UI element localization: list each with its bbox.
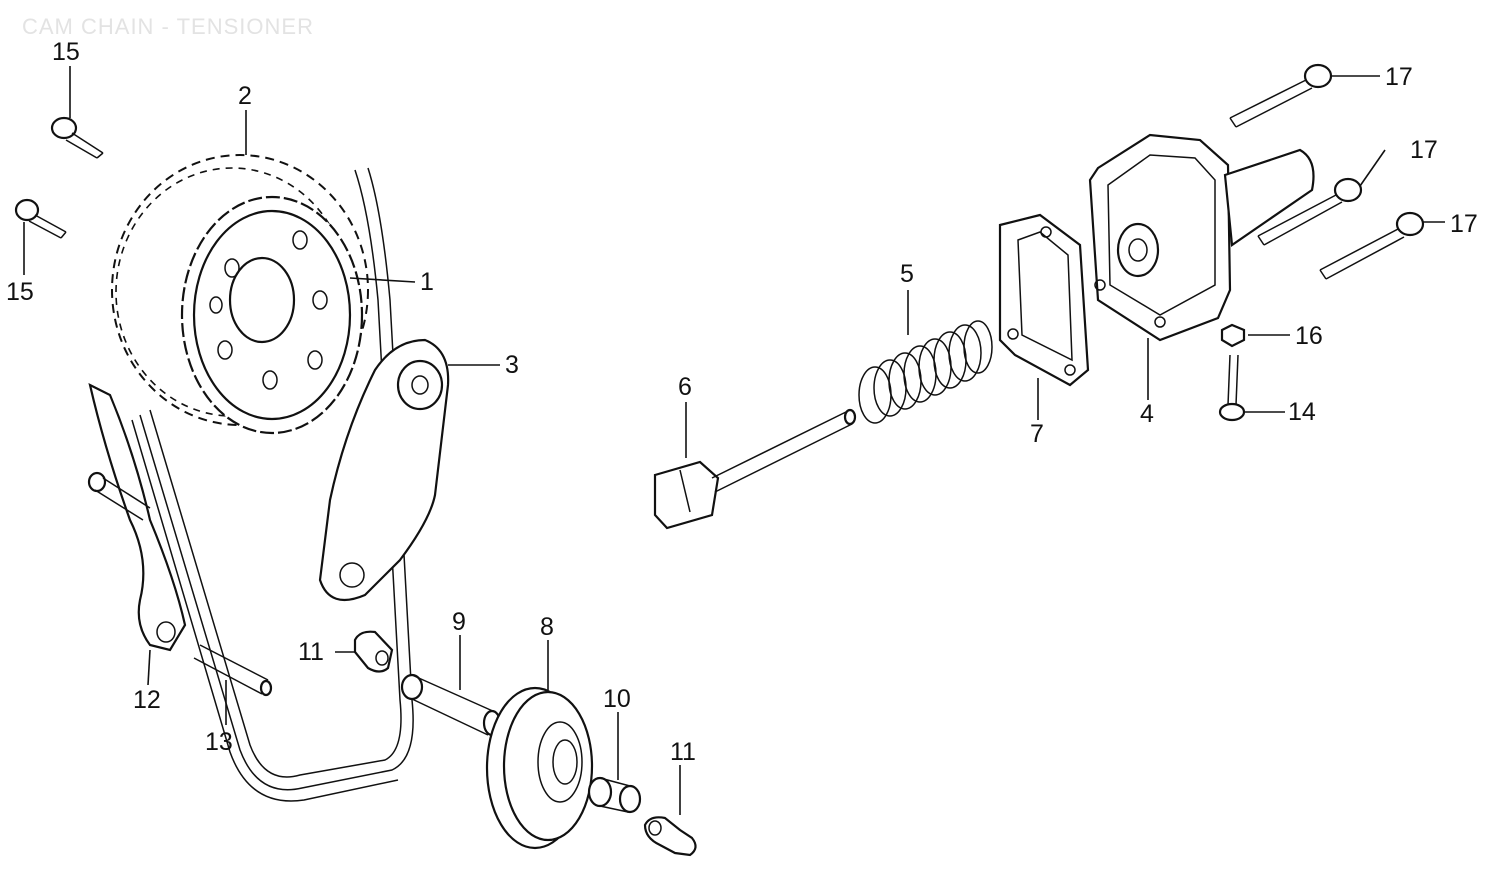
callout-5: 5 <box>900 260 914 288</box>
diagram-title: CAM CHAIN - TENSIONER <box>22 14 314 39</box>
cam-chain <box>131 167 414 802</box>
callout-16: 16 <box>1295 322 1323 350</box>
callout-17-lower: 17 <box>1450 210 1478 238</box>
shaft <box>400 673 502 737</box>
callout-15-lower: 15 <box>6 278 34 306</box>
collar-11-left <box>353 630 394 673</box>
tensioner-roller <box>485 686 594 850</box>
nut-16 <box>1220 323 1246 348</box>
spring <box>858 320 993 424</box>
callout-3: 3 <box>505 351 519 379</box>
screw-14 <box>1218 354 1246 422</box>
pivot-pin <box>193 644 273 697</box>
bolt-17-top <box>1229 63 1333 128</box>
callout-14: 14 <box>1288 398 1316 426</box>
bolt-15-lower <box>14 198 67 239</box>
tensioner-arm <box>318 338 450 602</box>
callout-2: 2 <box>238 82 252 110</box>
callout-11-left: 11 <box>298 638 324 666</box>
bolt-15-upper <box>50 116 104 159</box>
gasket <box>998 213 1090 387</box>
callout-9: 9 <box>452 608 466 636</box>
collar-10 <box>587 776 642 814</box>
callout-13: 13 <box>205 728 233 756</box>
bolt-17-middle <box>1257 177 1363 246</box>
callout-10: 10 <box>603 685 631 713</box>
tensioner-housing <box>1088 133 1315 342</box>
callout-7: 7 <box>1030 420 1044 448</box>
callout-11-right: 11 <box>670 738 696 766</box>
callout-1: 1 <box>420 268 434 296</box>
fitting-11-right <box>643 816 697 857</box>
callout-6: 6 <box>678 373 692 401</box>
leader-lines <box>23 66 1445 815</box>
callout-12: 12 <box>133 686 161 714</box>
callout-17-middle: 17 <box>1410 136 1438 164</box>
callout-15-upper: 15 <box>52 38 80 66</box>
sprocket-assembly <box>111 154 369 435</box>
callout-8: 8 <box>540 613 554 641</box>
callout-17-top: 17 <box>1385 63 1413 91</box>
bolt-17-lower <box>1319 211 1425 280</box>
chain-guide <box>87 382 187 652</box>
callouts: 15 15 2 1 3 5 6 7 4 16 14 17 17 17 9 8 1… <box>6 38 1478 766</box>
callout-4: 4 <box>1140 400 1154 428</box>
push-rod <box>653 408 857 530</box>
